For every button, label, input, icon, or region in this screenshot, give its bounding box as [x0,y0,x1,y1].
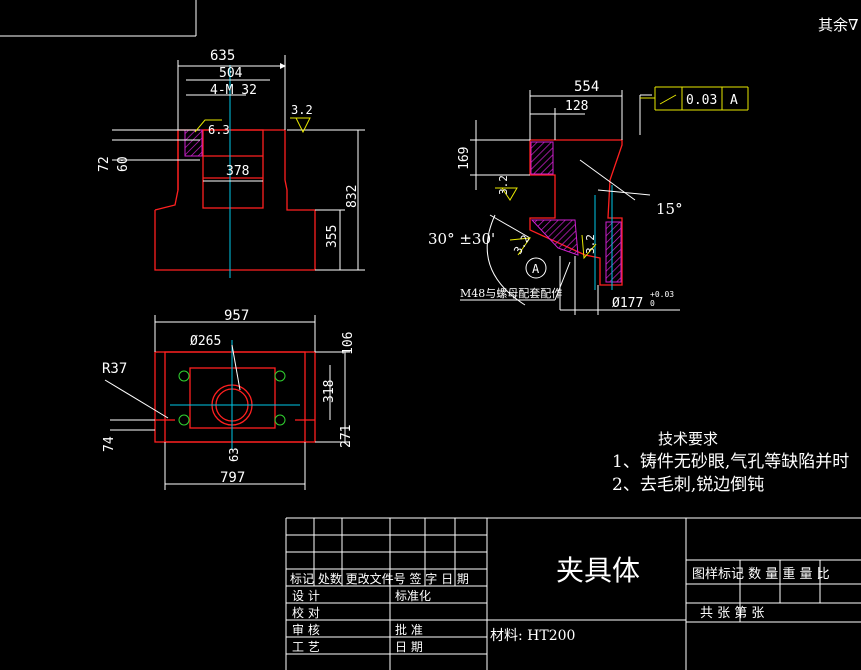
dim-177-tol-upper: +0.03 [650,290,674,299]
fcf-datum: A [730,93,738,108]
fcf-value: 0.03 [686,93,717,108]
dim-30deg: 30° ±30' [428,230,495,248]
datum-a-label: A [532,262,540,276]
dim-128: 128 [565,99,588,114]
note-m48: M48与螺母配套配作 [460,287,562,300]
dim-318: 318 [322,380,337,403]
dim-3-2-d: 3.2 [584,234,597,254]
dim-635: 635 [210,48,235,64]
dim-15deg: 15° [656,200,683,218]
corner-roughness-note: 其余∇ [818,16,858,34]
dim-60: 60 [116,156,131,172]
dim-169: 169 [457,147,472,170]
dim-63: 63 [227,448,241,462]
dim-72: 72 [97,156,112,172]
label-date: 日 期 [395,640,423,654]
material: 材料: HT200 [490,628,575,644]
label-check: 校 对 [292,605,320,620]
dim-3-2-front: 3.2 [291,103,313,117]
dim-355: 355 [325,225,340,248]
dim-504: 504 [219,66,243,81]
label-approve: 批 准 [395,622,423,637]
dim-3-2-b: 3.2 [497,175,510,195]
dim-378: 378 [226,164,249,179]
dim-4m32: 4-M 32 [210,83,257,98]
title-block [285,517,861,670]
dim-797: 797 [220,470,245,486]
dim-dia265: Ø265 [190,334,221,349]
dim-106: 106 [341,332,356,355]
section-view [460,86,749,315]
dim-271: 271 [339,425,354,448]
title-right-header: 图样标记 数 量 重 量 比 [692,566,830,582]
front-view [112,55,365,278]
revision-header: 标记 处数 更改文件号 签 字 日 期 [290,571,469,586]
dim-74: 74 [102,436,117,452]
tech-req-line1: 1、铸件无砂眼,气孔等缺陷并时 [612,452,849,472]
frame-corner [0,0,197,37]
dim-r37: R37 [102,361,127,377]
label-review: 审 核 [292,622,320,637]
dim-177-tol-lower: 0 [650,299,655,308]
sheets-label: 共 张 第 张 [700,606,764,621]
dim-832: 832 [345,185,360,208]
dim-554: 554 [574,79,599,95]
label-process: 工 艺 [292,640,320,654]
label-standard: 标准化 [395,589,431,603]
dim-dia177: Ø177 [612,296,643,311]
top-view [104,315,350,490]
tech-req-line2: 2、去毛刺,锐边倒钝 [612,475,764,495]
part-name: 夹具体 [556,554,640,587]
label-design: 设 计 [292,589,320,603]
tech-req-title: 技术要求 [658,430,718,448]
dim-3-2-c: 3.2 [511,233,532,257]
dim-6-3: 6.3 [208,123,230,137]
dim-957: 957 [224,308,249,324]
